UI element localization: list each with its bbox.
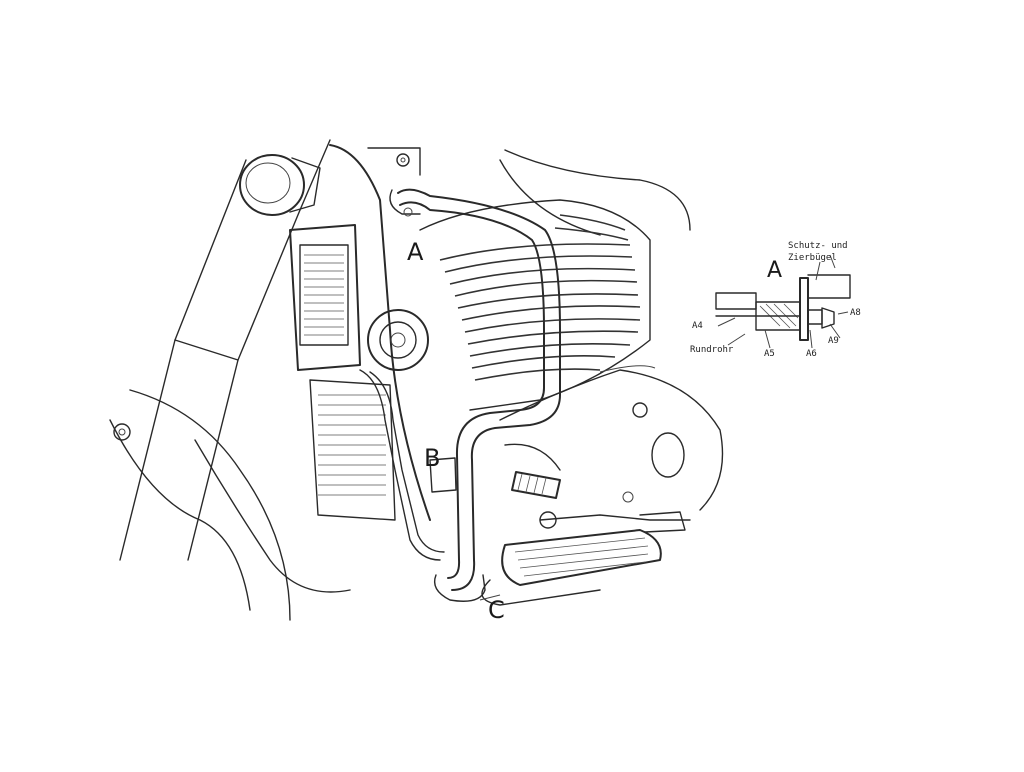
detail-code-a4: A4 (692, 321, 703, 331)
horn (367, 309, 429, 371)
floorboard (481, 529, 662, 606)
detail-tube-label: Rundrohr (690, 345, 734, 355)
detail-code-a5: A5 (764, 349, 775, 359)
engine-case (499, 369, 724, 511)
label-mount-a: A (407, 238, 424, 266)
leader-line-c (479, 594, 501, 601)
foot-peg (511, 471, 691, 533)
engine-cylinder (419, 199, 651, 411)
front-fork (119, 139, 331, 561)
label-mount-b: B (424, 444, 441, 472)
detail-code-a9: A9 (828, 336, 839, 346)
detail-code-a6: A6 (806, 349, 817, 359)
frame (329, 144, 691, 521)
front-wheel (109, 389, 351, 621)
turn-signal-lamp (239, 154, 321, 216)
crash-bar (389, 188, 561, 602)
detail-part-name-line2: Zierbügel (788, 253, 837, 263)
sketch-line (599, 365, 656, 373)
coolant-hose (359, 369, 445, 561)
radiator (289, 224, 396, 521)
label-mount-c: C (488, 596, 505, 624)
detail-heading: A (767, 258, 783, 283)
detail-part-name-line1: Schutz- und (788, 241, 848, 251)
detail-code-a8: A8 (850, 308, 861, 318)
detail-inset-a (715, 254, 851, 349)
